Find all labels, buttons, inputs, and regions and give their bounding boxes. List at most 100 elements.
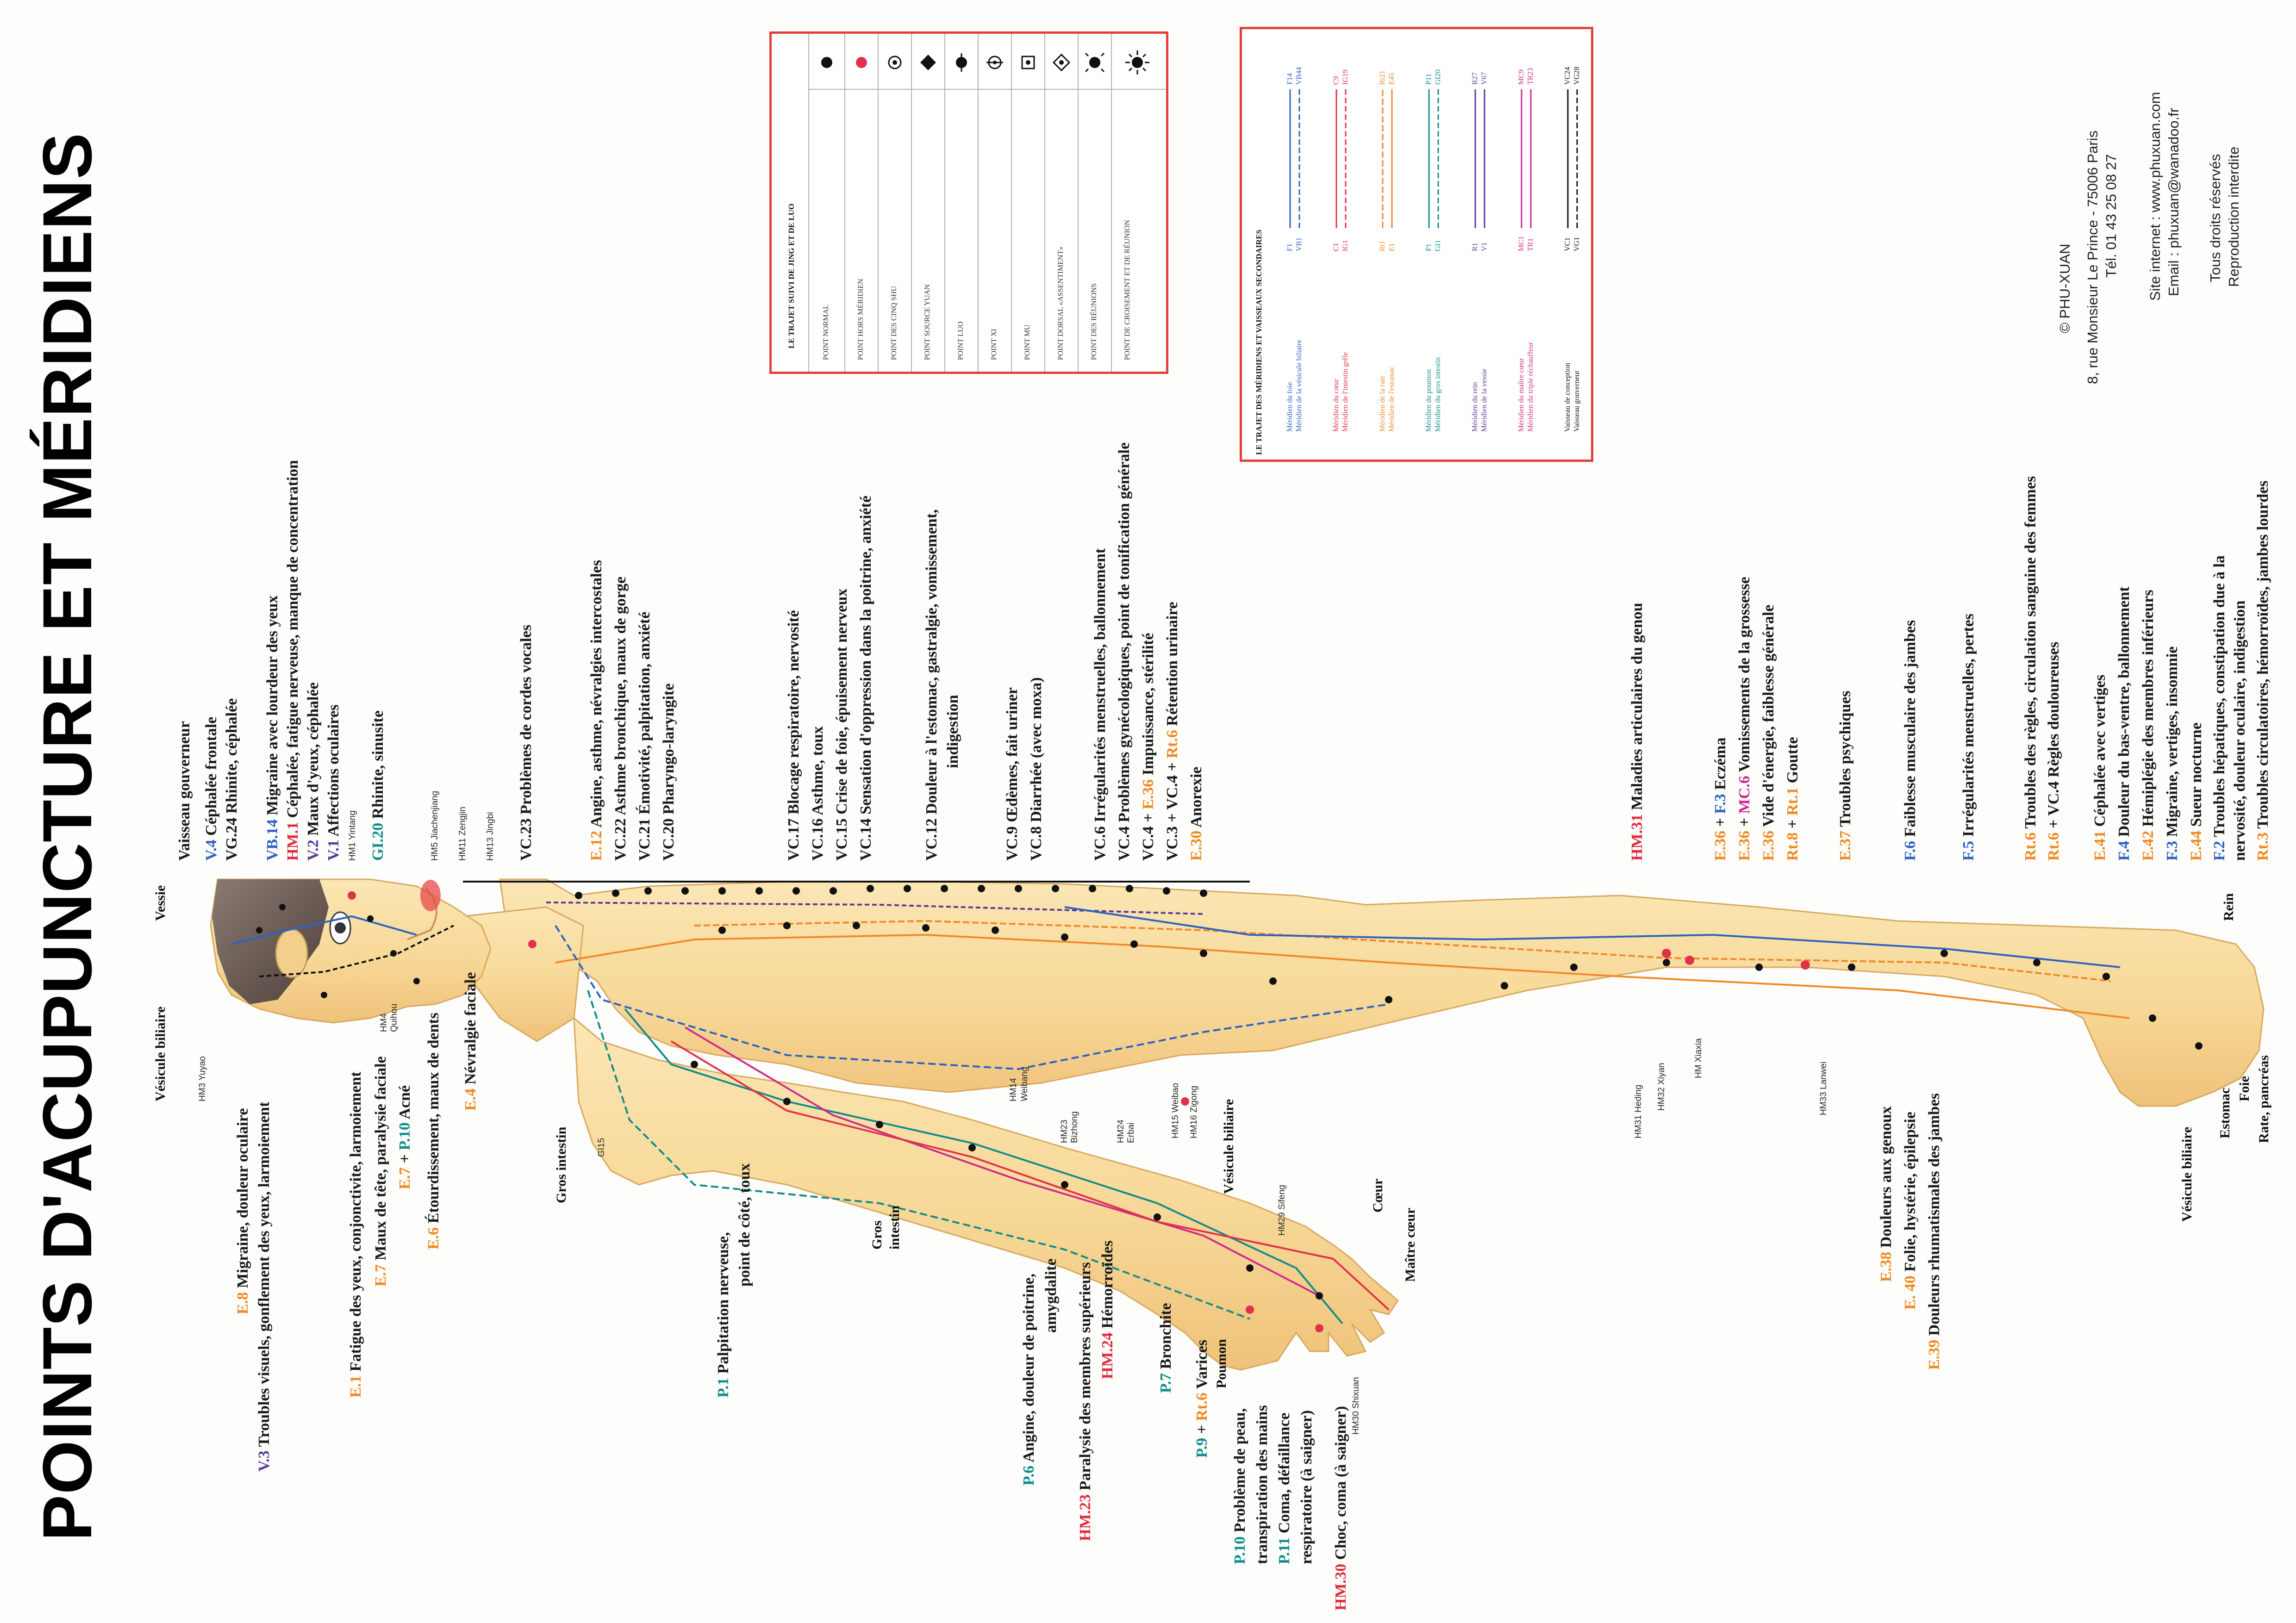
code-ig1: IG1 [1341, 240, 1349, 251]
label-maitre-coeur: Maître cœur [1403, 1207, 1418, 1282]
label-vc6: VC.6 Irrégularités menstruelles, ballonn… [1092, 548, 1109, 861]
label-hm4: HM4 [379, 1013, 389, 1032]
legend-label-croisement: POINT DE CROISEMENT ET DE RÉUNION [1123, 220, 1131, 360]
label-e36-vide: E.36 Vide d'énergie, faiblesse générale [1760, 604, 1777, 861]
label-vc4-e36: VC.4 + E.36 Impuissance, stérilité [1140, 633, 1157, 861]
label-e37: E.37 Troubles psychiques [1837, 690, 1854, 861]
label-hm15: HM15 Weibao [1171, 1082, 1180, 1138]
label-p7: P.7 Bronchite [1157, 1303, 1174, 1393]
legend-icons [821, 50, 1149, 75]
meridian-rate: Méridien de la rate [1379, 375, 1386, 432]
label-f5: F.5 Irrégularités menstruelles, pertes [1960, 613, 1977, 861]
label-poumon: Poumon [1214, 1339, 1229, 1388]
filled-black-dot-icon [821, 57, 832, 68]
meridian-lines [231, 881, 2130, 1325]
label-vc3: VC.3 + VC.4 + Rt.6 Rétention urinaire [1164, 602, 1181, 861]
label-intestin-bras: intestin [887, 1205, 902, 1250]
label-e8: E.8 Migraine, douleur oculaire [234, 1108, 251, 1314]
label-hm30: HM.30 Choc, coma (à saigner) [1332, 1406, 1349, 1611]
label-vc21: VC.21 Émotivité, palpitation, anxiété [636, 611, 653, 861]
label-rein: Rein [2221, 893, 2236, 921]
sun-dot-icon [1085, 52, 1105, 73]
label-hm14: HM14 [1009, 1078, 1018, 1101]
hair-shape [212, 879, 329, 1004]
legend-label-luo: POINT LUO [957, 321, 965, 360]
label-e44: E.44 Sueur nocturne [2188, 722, 2205, 861]
label-hm30-small: HM30 Shixuan [1351, 1377, 1361, 1435]
code-vg28: VG28 [1573, 66, 1581, 85]
label-e39: E.39 Douleurs rhumatismales des jambes [1926, 1093, 1943, 1370]
meridian-legend-lines [1289, 89, 1578, 228]
label-p10-cont: transpiration des mains [1254, 1405, 1271, 1564]
label-vesicule-bras: Vésicule biliaire [1221, 1099, 1236, 1194]
label-hm5: HM5 Jiachenjiang [430, 790, 440, 861]
poster-title: POINTS D'ACUPUNCTURE ET MÉRIDIENS [28, 132, 106, 1541]
label-estomac: Estomac [2217, 1088, 2233, 1138]
label-p6: P.6 Angine, douleur de poitrine, [1020, 1273, 1037, 1486]
meridian-maitre-coeur: Méridien du maître cœur [1517, 358, 1525, 432]
label-hm31-small: HM31 Heding [1634, 1084, 1643, 1138]
label-p9: P.9 + Rt.6 Varices [1193, 1339, 1210, 1458]
code-gi1: GI1 [1434, 240, 1442, 251]
label-vc23: VC.23 Problèmes de cordes vocales [518, 624, 535, 861]
label-vessie: Vessie [153, 885, 168, 921]
label-e4: E.4 Névralgie faciale [462, 972, 479, 1111]
meridian-vessie: Méridien de la vessie [1480, 368, 1488, 432]
code-tr1: TR1 [1527, 238, 1535, 251]
label-f6: F.6 Faiblesse musculaire des jambes [1902, 620, 1919, 861]
label-vc8: VC.8 Diarrhée (avec moxa) [1028, 677, 1045, 861]
meridian-poumon: Méridien du poumon [1425, 369, 1433, 432]
concentric-circle-icon [888, 56, 902, 69]
publisher-site: Site internet : www.phuxuan.com [2147, 92, 2163, 301]
label-vc14: VC.14 Sensation d'oppression dans la poi… [857, 495, 874, 861]
label-hm23-small: HM23 [1060, 1119, 1069, 1143]
label-gros-intestin: Gros intestin [554, 1126, 569, 1203]
label-p11-cont: respiratoire (à saigner) [1298, 1410, 1315, 1564]
label-hm31: HM.31 Maladies articulaires du genou [1628, 603, 1646, 861]
label-e6: E.6 Étourdissement, maux de dents [425, 1013, 442, 1250]
code-c1: C1 [1332, 243, 1340, 251]
label-e36-mc6: E.36 + MC.6 Vomissements de la grossesse [1736, 577, 1753, 861]
label-hm1: HM.1 Céphalée, fatigue nerveuse, manque … [284, 460, 301, 861]
publisher-phone: Tél. 01 43 25 08 27 [2103, 154, 2119, 278]
label-vc9: VC.9 Œdèmes, fait uriner [1004, 687, 1021, 861]
label-weibang: Weibang [1020, 1067, 1029, 1101]
label-v1: V.1 Affections oculaires [325, 704, 342, 861]
filled-red-dot-icon [856, 57, 867, 68]
publisher-copyright: © PHU-XUAN [2057, 243, 2073, 333]
label-rt3: Rt.3 Troubles circulatoires, hémorroïdes… [2254, 480, 2271, 861]
lung-meridian-line [624, 1008, 1343, 1325]
label-vesicule-tete: Vésicule biliaire [153, 1006, 168, 1101]
label-bizhong: Bizhong [1070, 1111, 1079, 1143]
code-v67: V67 [1480, 72, 1488, 85]
label-vc12: VC.12 Douleur à l'estomac, gastralgie, v… [923, 509, 940, 861]
meridian-rein: Méridien du rein [1471, 382, 1479, 432]
meridian-foie: Méridien du foie [1286, 382, 1294, 432]
label-hm24-small: HM24 [1116, 1119, 1126, 1143]
square-dot-icon [1021, 56, 1035, 69]
pericardium-meridian-line [684, 1026, 1320, 1297]
ear-shape [275, 928, 308, 978]
label-vc22: VC.22 Asthme bronchique, maux de gorge [612, 576, 629, 861]
label-vc4: VC.4 Problèmes gynécologiques, point de … [1116, 442, 1133, 861]
label-v2: V.2 Maux d'yeux, céphalée [305, 682, 322, 861]
legend-label-hors: POINT HORS MÉRIDIEN [857, 279, 865, 360]
code-tr23: TR23 [1527, 68, 1535, 85]
legend-label-normal: POINT NORMAL [822, 304, 830, 360]
label-hm33: HM33 Lanwei [1819, 1061, 1828, 1115]
neck-shape [462, 906, 584, 1042]
label-erbai: Erbai [1126, 1122, 1136, 1143]
label-e30: E.30 Anorexie [1188, 766, 1205, 861]
label-f2-cont: nervosité, douleur oculaire, indigestion [2231, 600, 2248, 861]
label-hmxia: HM Xiaxia [1694, 1038, 1703, 1078]
code-e45: E45 [1388, 73, 1396, 85]
meridian-gouverneur: Vaisseau gouverneur [1573, 370, 1581, 432]
star-burst-icon [1125, 50, 1149, 75]
spleen-meridian-line [694, 920, 2111, 982]
code-ig19: IG19 [1341, 69, 1349, 85]
point-legend-grid [808, 34, 1166, 372]
code-vg1: VG1 [1573, 236, 1581, 251]
meridian-intestin-grele: Méridien de l'intestin grêle [1341, 352, 1349, 432]
meridian-vesicule: Méridien de la vésicule biliaire [1295, 339, 1303, 432]
